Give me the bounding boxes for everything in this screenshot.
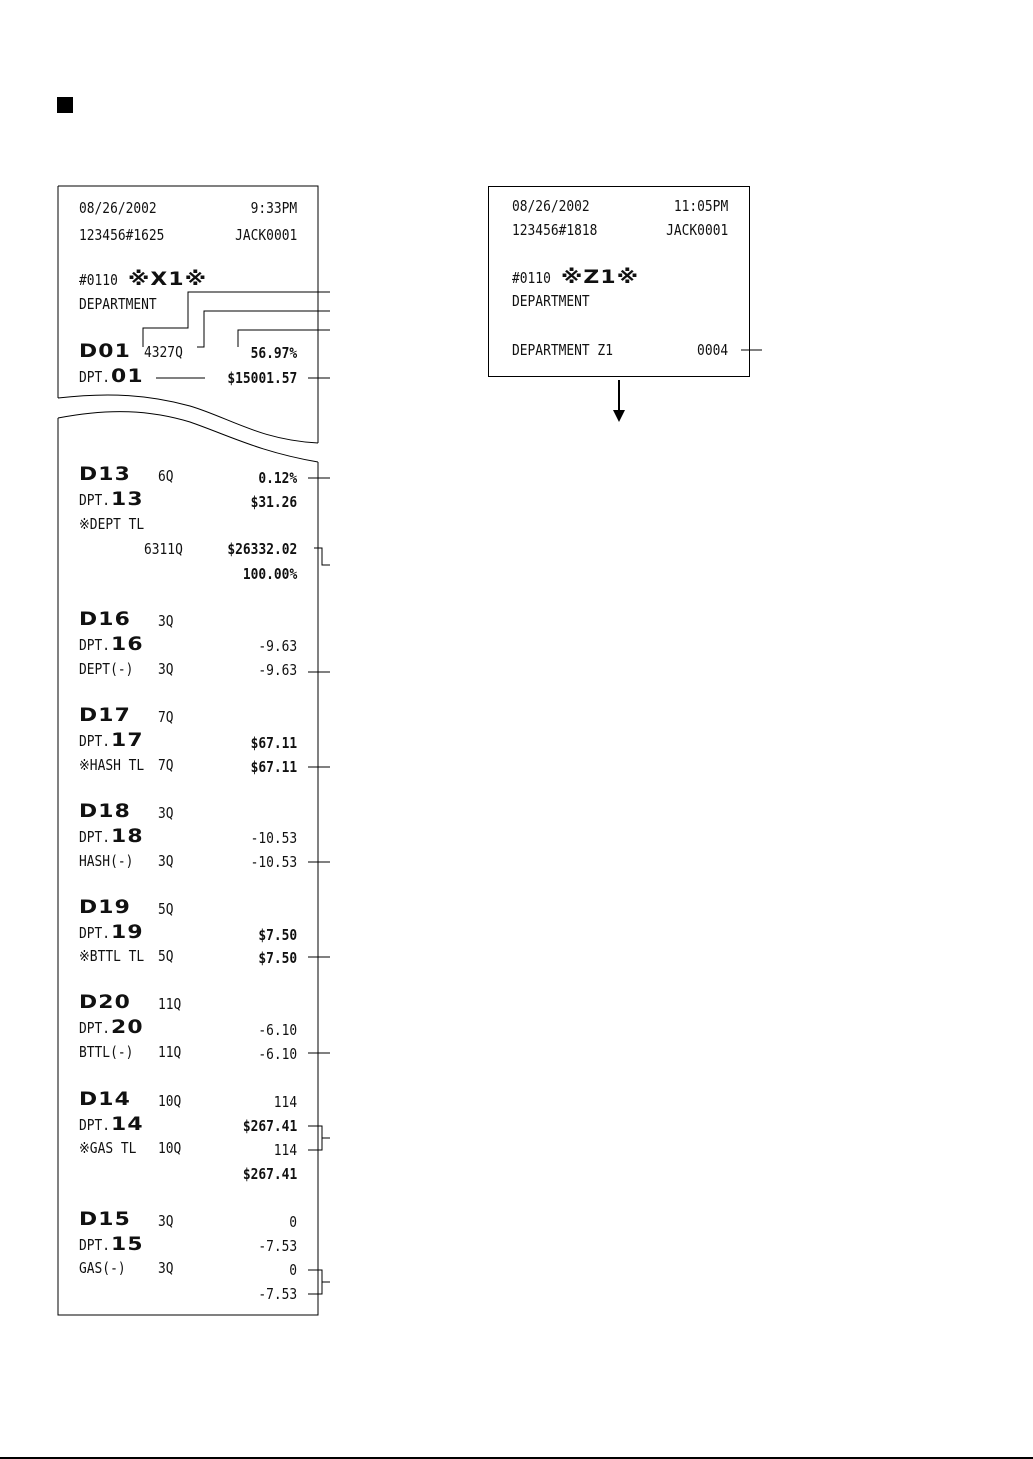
z-report-time: 11:05PM [673,197,728,215]
d17-sub-amount: $67.11 [250,758,297,776]
d20-sub-qty: 11Q [158,1043,182,1061]
d01-qty: 4327Q [144,343,183,361]
d01-amount: $15001.57 [227,369,297,387]
d16-label: D16 [79,608,132,630]
dept-tl-qty: 6311Q [144,540,183,558]
d15-sub-amount: -7.53 [258,1285,297,1303]
d13-pct: 0.12% [258,469,297,487]
x-report-mode: ※X1※ [128,268,208,290]
d19-sub-amount: $7.50 [258,949,297,967]
d16-sub-label: DEPT(-) [79,660,134,678]
d17-dpt-num: 17 [111,729,144,751]
d19-sub-label: ※BTTL TL [79,947,145,965]
d16-sub-amount: -9.63 [258,661,297,679]
d18-sub-amount: -10.53 [250,853,297,871]
z-report-title: DEPARTMENT [512,292,590,310]
d16-qty: 3Q [158,612,174,630]
d15-val: 0 [289,1213,297,1231]
d20-sub-label: BTTL(-) [79,1043,134,1061]
z-report-counter-value: 0004 [696,341,728,359]
x-report-time: 9:33PM [250,199,297,217]
z-report-code: #0110 [512,269,551,287]
d18-qty: 3Q [158,804,174,822]
x-report-code: #0110 [79,271,118,289]
x-report-date: 08/26/2002 [79,199,157,217]
d17-amount: $67.11 [250,734,297,752]
d18-dpt-prefix: DPT. [79,828,111,846]
d19-dpt-prefix: DPT. [79,924,111,942]
x-report-terminal: 123456#1625 [79,226,165,244]
d20-label: D20 [79,991,132,1013]
dept-tl-pct: 100.00% [242,565,297,583]
d14-sub-label: ※GAS TL [79,1139,137,1157]
d15-sub-qty: 3Q [158,1259,174,1277]
z-report-mode: ※Z1※ [561,266,640,288]
d20-dpt-num: 20 [111,1016,144,1038]
z-report-counter-label: DEPARTMENT Z1 [512,341,613,359]
d13-qty: 6Q [158,467,174,485]
d19-label: D19 [79,896,132,918]
d14-sub-val: 114 [273,1141,297,1159]
d15-dpt-num: 15 [111,1233,144,1255]
d16-sub-qty: 3Q [158,660,174,678]
d20-sub-amount: -6.10 [258,1045,297,1063]
d17-qty: 7Q [158,708,174,726]
d01-dpt-num: 01 [111,365,144,387]
d15-qty: 3Q [158,1212,174,1230]
d18-sub-label: HASH(-) [79,852,134,870]
dept-tl-label: ※DEPT TL [79,515,145,533]
x-report-clerk: JACK0001 [234,226,297,244]
d13-dpt-prefix: DPT. [79,491,111,509]
d14-label: D14 [79,1088,132,1110]
d13-label: D13 [79,463,132,485]
d18-dpt-num: 18 [111,825,144,847]
z-report-terminal: 123456#1818 [512,221,598,239]
d14-sub-qty: 10Q [158,1139,182,1157]
d15-sub-label: GAS(-) [79,1259,126,1277]
d15-amount: -7.53 [258,1237,297,1255]
d18-label: D18 [79,800,132,822]
d17-label: D17 [79,704,132,726]
d14-dpt-num: 14 [111,1113,144,1135]
page-footer-rule [0,1457,1033,1459]
d17-sub-qty: 7Q [158,756,174,774]
d14-qty: 10Q [158,1092,182,1110]
d01-pct: 56.97% [250,344,297,362]
z-report-date: 08/26/2002 [512,197,590,215]
dept-tl-amount: $26332.02 [227,540,297,558]
d15-dpt-prefix: DPT. [79,1236,111,1254]
section-marker-square [57,97,73,113]
d14-sub-amount: $267.41 [242,1165,297,1183]
d01-dpt-prefix: DPT. [79,368,111,386]
d14-val: 114 [273,1093,297,1111]
d19-sub-qty: 5Q [158,947,174,965]
d14-dpt-prefix: DPT. [79,1116,111,1134]
d01-label: D01 [79,340,132,362]
d20-amount: -6.10 [258,1021,297,1039]
z-report-clerk: JACK0001 [665,221,728,239]
d15-label: D15 [79,1208,132,1230]
d19-amount: $7.50 [258,926,297,944]
d16-dpt-num: 16 [111,633,144,655]
d14-amount: $267.41 [242,1117,297,1135]
d20-qty: 11Q [158,995,182,1013]
d19-dpt-num: 19 [111,921,144,943]
d13-dpt-num: 13 [111,488,144,510]
d19-qty: 5Q [158,900,174,918]
d18-amount: -10.53 [250,829,297,847]
d18-sub-qty: 3Q [158,852,174,870]
d17-dpt-prefix: DPT. [79,732,111,750]
d13-amount: $31.26 [250,493,297,511]
x-report-title: DEPARTMENT [79,295,157,313]
d16-dpt-prefix: DPT. [79,636,111,654]
d20-dpt-prefix: DPT. [79,1019,111,1037]
d17-sub-label: ※HASH TL [79,756,145,774]
d15-sub-val: 0 [289,1261,297,1279]
d16-amount: -9.63 [258,637,297,655]
